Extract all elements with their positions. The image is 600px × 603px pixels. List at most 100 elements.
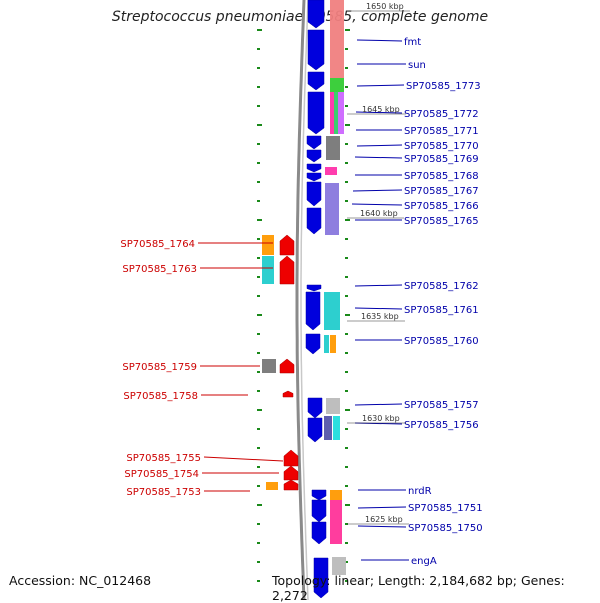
feature-block	[325, 167, 337, 175]
label-leader-lines	[198, 39, 409, 561]
scale-tick	[345, 181, 348, 183]
forward-gene-arrow	[311, 489, 327, 501]
gene-labels: fmtsunSP70585_1773SP70585_1772SP70585_17…	[120, 37, 482, 567]
scale-tick	[345, 390, 348, 392]
reverse-gene-label: SP70585_1763	[122, 264, 197, 275]
scale-tick	[257, 352, 260, 354]
scale-tick	[345, 200, 348, 202]
forward-gene-arrow	[307, 29, 325, 71]
forward-gene-arrow	[306, 163, 322, 173]
forward-gene-label: SP70585_1772	[404, 109, 479, 120]
feature-block	[338, 92, 344, 134]
forward-gene-label: SP70585_1771	[404, 126, 479, 137]
forward-gene-arrow	[311, 499, 327, 523]
reverse-gene-arrow	[279, 255, 295, 285]
feature-block	[332, 557, 346, 575]
feature-block	[326, 136, 340, 160]
scale-tick	[345, 143, 348, 145]
feature-block	[266, 482, 278, 490]
scale-tick	[345, 86, 348, 88]
reverse-gene-arrow	[282, 390, 294, 398]
scale-label: 1630 kbp	[362, 414, 400, 423]
forward-gene-label: SP70585_1756	[404, 420, 479, 431]
forward-gene-arrow	[313, 557, 329, 599]
forward-gene-arrow	[307, 0, 325, 29]
scale-tick	[345, 542, 348, 544]
scale-tick	[257, 143, 260, 145]
feature-block	[325, 183, 339, 235]
scale-label: 1650 kbp	[366, 2, 404, 11]
label-leader	[354, 307, 403, 310]
forward-gene-arrow	[305, 333, 321, 355]
scale-tick	[345, 314, 350, 316]
reverse-gene-arrow	[283, 479, 299, 491]
forward-gene-label: SP70585_1757	[404, 400, 479, 411]
feature-block	[330, 500, 342, 544]
scale-tick	[257, 523, 260, 525]
forward-gene-label: SP70585_1762	[404, 281, 479, 292]
label-leader	[352, 189, 403, 192]
reverse-gene-label: SP70585_1753	[126, 487, 201, 498]
scale-tick	[345, 409, 350, 411]
scale-tick	[257, 257, 260, 259]
label-leader	[203, 456, 284, 462]
scale-tick	[257, 48, 260, 50]
scale-tick	[345, 29, 350, 31]
forward-gene-arrow	[307, 71, 325, 91]
reverse-gene-label: SP70585_1759	[122, 362, 197, 373]
forward-gene-label: engA	[411, 556, 437, 567]
reverse-gene-label: SP70585_1755	[126, 453, 201, 464]
scale-tick	[257, 276, 260, 278]
scale-tick	[257, 466, 260, 468]
forward-gene-arrow	[306, 284, 322, 292]
label-leader	[357, 506, 407, 509]
feature-block	[262, 235, 274, 255]
label-leader	[354, 403, 403, 406]
forward-gene-arrow	[307, 91, 325, 135]
backbone-line	[295, 0, 306, 600]
scale-tick	[257, 295, 260, 297]
label-leader	[356, 84, 405, 87]
scale-tick	[345, 371, 348, 373]
feature-block	[334, 92, 338, 134]
scale-tick	[257, 238, 260, 240]
forward-gene-label: SP70585_1760	[404, 336, 479, 347]
label-leader	[357, 525, 407, 528]
feature-block	[324, 335, 329, 353]
scale-tick	[257, 371, 260, 373]
feature-block	[330, 78, 344, 92]
scale-tick	[257, 504, 262, 506]
forward-gene-label: SP70585_1765	[404, 216, 479, 227]
feature-block	[330, 92, 334, 134]
scale-tick	[345, 162, 348, 164]
forward-gene-label: SP70585_1751	[408, 503, 483, 514]
scale-tick	[257, 485, 260, 487]
feature-block	[324, 416, 332, 440]
scale-tick	[345, 504, 350, 506]
gene-arrows	[279, 0, 329, 599]
feature-tracks	[262, 0, 346, 575]
reverse-gene-label: SP70585_1764	[120, 239, 195, 250]
forward-gene-arrow	[311, 521, 327, 545]
forward-gene-arrow	[306, 181, 322, 207]
scale-tick	[257, 200, 260, 202]
forward-gene-arrow	[306, 135, 322, 150]
scale-tick	[257, 67, 260, 69]
label-leader	[356, 144, 403, 147]
scale-tick	[345, 67, 348, 69]
forward-gene-label: sun	[408, 60, 426, 71]
forward-gene-label: SP70585_1750	[408, 523, 483, 534]
accession-text: Accession: NC_012468	[9, 573, 152, 588]
reverse-gene-arrow	[279, 358, 295, 374]
feature-block	[326, 398, 340, 414]
scale-tick	[257, 542, 260, 544]
forward-gene-label: SP70585_1773	[406, 81, 481, 92]
scale-tick	[345, 523, 348, 525]
reverse-gene-label: SP70585_1754	[124, 469, 199, 480]
scale-tick	[345, 238, 348, 240]
scale-tick	[257, 105, 260, 107]
reverse-gene-arrow	[283, 465, 299, 481]
forward-gene-arrow	[305, 291, 321, 331]
genome-backbone	[295, 0, 309, 600]
